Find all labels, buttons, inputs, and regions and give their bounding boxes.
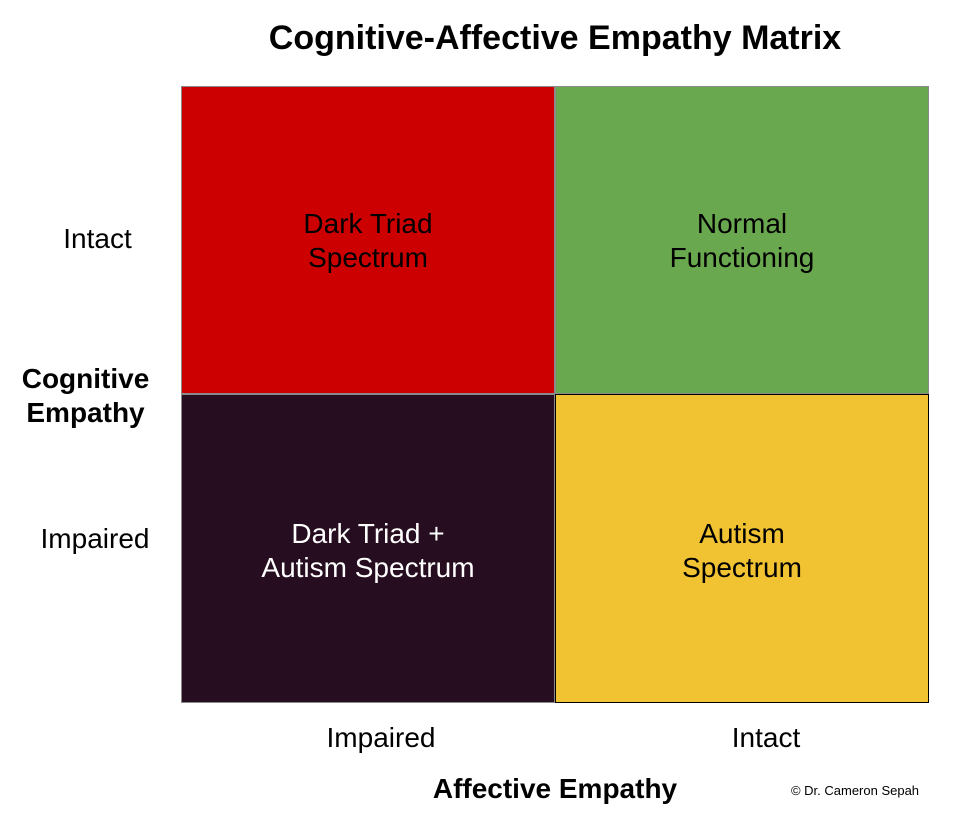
x-axis-title: Affective Empathy: [432, 773, 678, 804]
empathy-matrix: Dark Triad Spectrum Normal Functioning D…: [181, 86, 929, 703]
quadrant-label: Autism Spectrum: [682, 518, 802, 583]
y-axis-low-label: Impaired: [40, 523, 150, 554]
quadrant-dark-triad-autism: Dark Triad + Autism Spectrum: [181, 394, 555, 703]
y-axis-high-label: Intact: [63, 223, 132, 254]
quadrant-label: Dark Triad + Autism Spectrum: [261, 518, 475, 583]
quadrant-label: Normal Functioning: [669, 208, 815, 273]
y-axis-title: Cognitive Empathy: [21, 363, 150, 428]
quadrant-normal-functioning: Normal Functioning: [555, 86, 929, 394]
quadrant-label: Dark Triad Spectrum: [303, 208, 433, 273]
quadrant-autism-spectrum: Autism Spectrum: [555, 394, 929, 703]
copyright-credit: © Dr. Cameron Sepah: [790, 783, 920, 798]
x-axis-low-label: Impaired: [326, 722, 436, 753]
x-axis-high-label: Intact: [731, 722, 801, 753]
diagram-title: Cognitive-Affective Empathy Matrix: [268, 19, 842, 57]
quadrant-dark-triad: Dark Triad Spectrum: [181, 86, 555, 394]
